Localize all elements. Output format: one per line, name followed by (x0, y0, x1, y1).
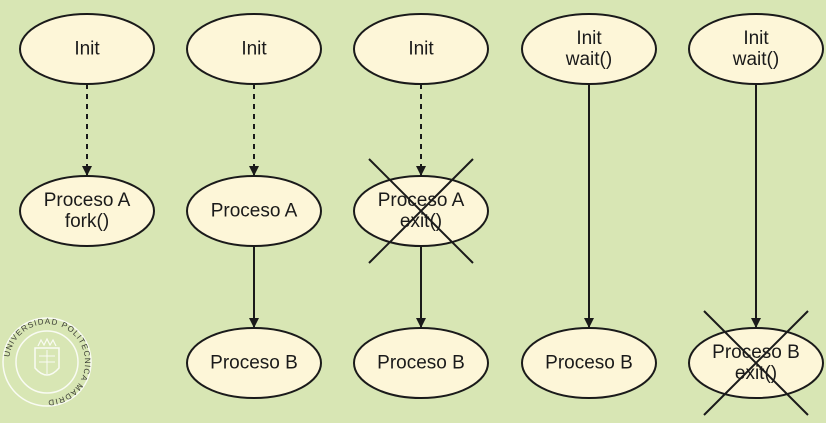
column-4-bottom-node: Proceso B (521, 327, 657, 399)
column-5-bottom-node-label: Proceso B (712, 342, 800, 363)
column-2-top-node: Init (186, 13, 322, 85)
column-5-bottom-node-label: exit() (735, 363, 777, 384)
column-2-top-node-shape (186, 13, 322, 85)
column-3-bottom-node: Proceso B (353, 327, 489, 399)
column-4-bottom-node-shape (521, 327, 657, 399)
column-2-bottom-node: Proceso B (186, 327, 322, 399)
column-1-middle-node-label: Proceso A (44, 190, 131, 211)
column-5-bottom-node-cross-mark (703, 310, 809, 416)
seal-shield-detail (39, 350, 55, 374)
column-2-middle-node: Proceso A (186, 175, 322, 247)
column-2-top-node-label: Init (241, 39, 267, 60)
column-3-middle-node-label: Proceso A (378, 190, 465, 211)
column-1-top-node-label: Init (74, 39, 100, 60)
column-4-top-node-shape (521, 13, 657, 85)
column-2-bottom-node-shape (186, 327, 322, 399)
column-3-bottom-node-label: Proceso B (377, 353, 465, 374)
seal-crown-icon (37, 337, 57, 347)
column-3-middle-node-label: exit() (400, 211, 442, 232)
column-1-middle-node-label: fork() (65, 211, 109, 232)
column-1-top-node: Init (19, 13, 155, 85)
column-5-top-node-label: Init (743, 28, 769, 49)
column-1-middle-node-shape (19, 175, 155, 247)
column-4-bottom-node-label: Proceso B (545, 353, 633, 374)
column-4-top-node-label: wait() (565, 49, 612, 70)
seal-inner-ring (15, 330, 79, 394)
column-3-middle-node-cross-mark (368, 158, 474, 264)
column-5-top-node-label: wait() (732, 49, 779, 70)
column-3-top-node: Init (353, 13, 489, 85)
column-4-top-node-label: Init (576, 28, 602, 49)
column-2-middle-node-label: Proceso A (211, 201, 298, 222)
column-1-top-node-shape (19, 13, 155, 85)
column-2-middle-node-shape (186, 175, 322, 247)
seal-outer-ring (2, 317, 92, 407)
column-3-bottom-node-shape (353, 327, 489, 399)
seal-shield-icon (34, 347, 60, 376)
column-5-top-node-shape (688, 13, 824, 85)
column-3-top-node-shape (353, 13, 489, 85)
column-2-bottom-node-label: Proceso B (210, 353, 298, 374)
column-3-top-node-label: Init (408, 39, 434, 60)
university-seal-logo: UNIVERSIDAD POLITECNICA MADRID (2, 317, 92, 407)
